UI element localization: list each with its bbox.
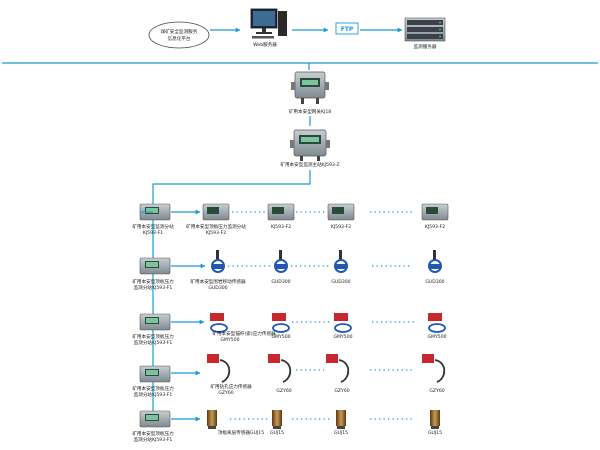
r3-left-label-2: 监测分站KJ593-F1 — [134, 339, 173, 346]
r4-left-label-1: 矿用本安型顶板压力 — [132, 385, 174, 392]
r5-col3-label: GUJ15 — [334, 430, 348, 436]
row-gzy60: 矿用本安型顶板压力 监测分站KJ593-F1 矿用钻孔应力传感器 GZY60 G… — [132, 354, 446, 398]
r1-col3-label: KJ593-F2 — [331, 224, 351, 230]
cloud-platform: 煤矿安全监测服务 信息化平台 — [148, 21, 210, 49]
row-gud300: 矿用本安型顶板压力 监测分站KJ593-F1 矿用本安型围岩移动传感器 GUD3… — [132, 250, 445, 291]
ftp-box: FTP — [335, 22, 359, 35]
r2-col3-gud-sensor-icon — [334, 250, 348, 273]
r5-col2-label: GUJ15 — [270, 430, 284, 436]
cloud-label-1: 煤矿安全监测服务 — [161, 28, 198, 35]
r2-left-label-1: 矿用本安型顶板压力 — [132, 278, 174, 285]
left-station-2-icon — [139, 257, 171, 275]
r2-col4-gud-sensor-icon — [428, 250, 442, 273]
r1-left-label-1: 矿用本安型监测分站 — [132, 223, 174, 230]
r2-col1-gud-sensor-icon — [211, 250, 225, 273]
r4-col2-label: GZY60 — [276, 388, 291, 394]
r1-col1-station-icon — [202, 203, 230, 221]
r1-col2-station-icon — [267, 203, 295, 221]
r4-col2-gzy-sensor-icon — [268, 354, 292, 383]
r3-col1-label-2: GMY500 — [220, 337, 239, 343]
r2-col3-label: GUD300 — [331, 279, 350, 285]
r4-col1-label-2: GZY60 — [218, 390, 233, 396]
r3-col2-label: GMY500 — [271, 334, 290, 340]
r4-col1-label-1: 矿用钻孔应力传感器 — [210, 383, 252, 390]
r1-col3-station-icon — [327, 203, 355, 221]
r2-left-label-2: 监测分站KJ593-F1 — [134, 284, 173, 291]
left-station-5-icon — [139, 410, 171, 428]
r3-col2-gmy-sensor-icon — [272, 313, 290, 333]
r4-col1-gzy-sensor-icon — [207, 354, 231, 383]
trunk-line — [152, 170, 311, 420]
left-station-4-icon — [139, 365, 171, 383]
web-server-icon — [250, 8, 287, 39]
r4-left-label-2: 监测分站KJ593-F1 — [134, 391, 173, 398]
r1-col2-label: KJ593-F2 — [271, 224, 291, 230]
r5-col4-guj-sensor-icon — [430, 410, 440, 429]
r5-left-label-2: 监测分站KJ593-F1 — [134, 436, 173, 443]
r5-col1-label: 顶板离层传感器GUJ15 — [218, 429, 264, 436]
r4-col4-gzy-sensor-icon — [422, 354, 446, 383]
r5-left-label-1: 矿用本安型顶板压力 — [132, 430, 174, 437]
r5-col4-label: GUJ15 — [428, 430, 442, 436]
r4-col4-label: GZY60 — [429, 388, 444, 394]
main-station-label: 矿用本安型网关KJ18 — [289, 108, 331, 115]
r3-left-label-1: 矿用本安型顶板压力 — [132, 333, 174, 340]
r5-col2-guj-sensor-icon — [272, 410, 282, 429]
r2-col1-label-2: GUD300 — [208, 285, 227, 291]
r5-col1-guj-sensor-icon — [207, 410, 217, 429]
r2-col2-gud-sensor-icon — [274, 250, 288, 273]
ftp-label: FTP — [341, 26, 354, 33]
r3-col3-label: GMY500 — [333, 334, 352, 340]
r2-col2-label: GUD300 — [271, 279, 290, 285]
cloud-label-2: 信息化平台 — [168, 35, 191, 42]
r5-col3-guj-sensor-icon — [336, 410, 346, 429]
r1-col1-label-1: 矿用本安型顶板压力监测分站 — [186, 223, 246, 230]
r3-col4-label: GMY500 — [427, 334, 446, 340]
r3-col3-gmy-sensor-icon — [334, 313, 352, 333]
left-station-3-icon — [139, 313, 171, 331]
rack-server-icon — [404, 17, 446, 42]
r1-col1-label-2: KJ593-F2 — [206, 230, 226, 236]
row-substations: 矿用本安型监测分站 KJ593-F1 矿用本安型顶板压力监测分站 KJ593-F… — [132, 203, 449, 236]
r3-col1-label-1: 矿用本安型锚杆(索)应力传感器 — [212, 330, 276, 337]
r1-left-label-2: KJ593-F1 — [143, 230, 163, 236]
r3-col4-gmy-sensor-icon — [428, 313, 446, 333]
r1-col4-label: KJ593-F2 — [425, 224, 445, 230]
web-server-label: Web服务器 — [253, 41, 277, 48]
gateway-device-icon — [291, 71, 329, 104]
r3-col1-gmy-sensor-icon — [210, 313, 228, 333]
r2-col1-label-1: 矿用本安型围岩移动传感器 — [190, 278, 246, 285]
r2-col4-label: GUD300 — [425, 279, 444, 285]
monitor-main-station-icon — [290, 129, 330, 161]
r4-col3-gzy-sensor-icon — [326, 354, 350, 383]
row-gmy500: 矿用本安型顶板压力 监测分站KJ593-F1 矿用本安型锚杆(索)应力传感器 G… — [132, 313, 447, 346]
r1-col4-station-icon — [421, 203, 449, 221]
row-guj15: 矿用本安型顶板压力 监测分站KJ593-F1 顶板离层传感器GUJ15 GUJ1… — [132, 410, 442, 443]
data-server-label: 监测服务器 — [414, 43, 437, 50]
r4-col3-label: GZY60 — [334, 388, 349, 394]
sub-station-label: 矿用本安型监测主站KJ593-Z — [280, 161, 339, 168]
